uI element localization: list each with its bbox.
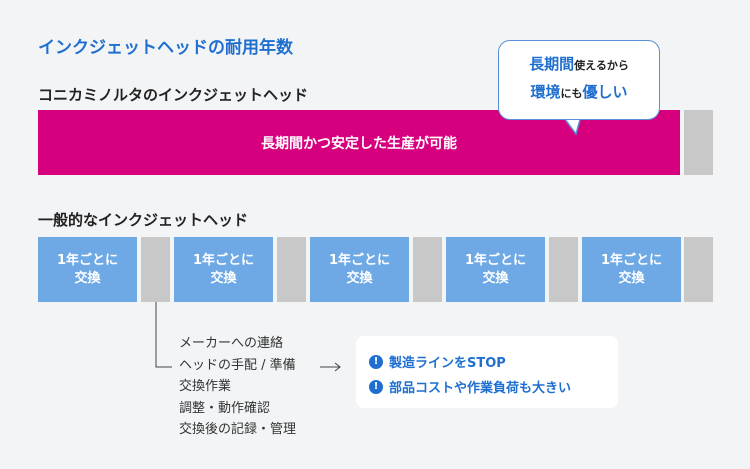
- task-item: メーカーへの連絡: [179, 336, 284, 351]
- downtime-block-2: [277, 237, 306, 302]
- bubble-word-long-term: 長期間: [529, 55, 575, 73]
- connector-lines: [155, 302, 341, 372]
- konica-head-label: コニカミノルタのインクジェットヘッド: [38, 86, 309, 104]
- bubble-text-also: にも: [560, 87, 583, 100]
- replace-block-label: 1年ごとに 交換: [464, 252, 527, 286]
- downtime-block-1: [141, 237, 170, 302]
- replace-block-label: 1年ごとに 交換: [192, 252, 255, 286]
- diagram-title: インクジェットヘッドの耐用年数: [38, 38, 293, 58]
- replace-block-2: 1年ごとに 交換: [174, 237, 273, 302]
- consequence-text: 部品コストや作業負荷も大きい: [389, 381, 572, 396]
- konica-replacement-block: [684, 110, 713, 175]
- bubble-word-environment: 環境: [530, 83, 561, 101]
- downtime-block-3: [413, 237, 442, 302]
- general-head-label: 一般的なインクジェットヘッド: [38, 211, 249, 229]
- replace-block-label: 1年ごとに 交換: [600, 252, 663, 286]
- replace-block-5: 1年ごとに 交換: [582, 237, 681, 302]
- exclamation-icon: !: [369, 354, 383, 369]
- task-item: 交換作業: [179, 379, 232, 394]
- replace-block-label: 1年ごとに 交換: [328, 252, 391, 286]
- consequence-item: ! 部品コストや作業負荷も大きい: [369, 374, 618, 399]
- downtime-block-4: [549, 237, 578, 302]
- replace-block-label: 1年ごとに 交換: [56, 252, 119, 286]
- replace-block-4: 1年ごとに 交換: [446, 237, 545, 302]
- downtime-block-5: [684, 237, 713, 302]
- replacement-task-list: メーカーへの連絡 ヘッドの手配 / 準備 交換作業 調整・動作確認 交換後の記録…: [179, 333, 296, 441]
- speech-bubble: 長期間使えるから 環境にも優しい: [498, 40, 660, 120]
- consequence-text: 製造ラインをSTOP: [389, 356, 506, 371]
- konica-bar-text: 長期間かつ安定した生産が可能: [261, 135, 457, 152]
- consequence-item: ! 製造ラインをSTOP: [369, 349, 618, 374]
- bubble-word-friendly: 優しい: [582, 83, 628, 101]
- bubble-text-usable: 使えるから: [574, 59, 629, 72]
- task-item: 調整・動作確認: [179, 400, 271, 416]
- task-item: ヘッドの手配 / 準備: [179, 357, 296, 373]
- replace-block-3: 1年ごとに 交換: [310, 237, 409, 302]
- consequence-card: ! 製造ラインをSTOP ! 部品コストや作業負荷も大きい: [356, 336, 618, 408]
- replace-block-1: 1年ごとに 交換: [38, 237, 137, 302]
- exclamation-icon: !: [369, 379, 383, 394]
- task-item: 交換後の記録・管理: [179, 422, 297, 437]
